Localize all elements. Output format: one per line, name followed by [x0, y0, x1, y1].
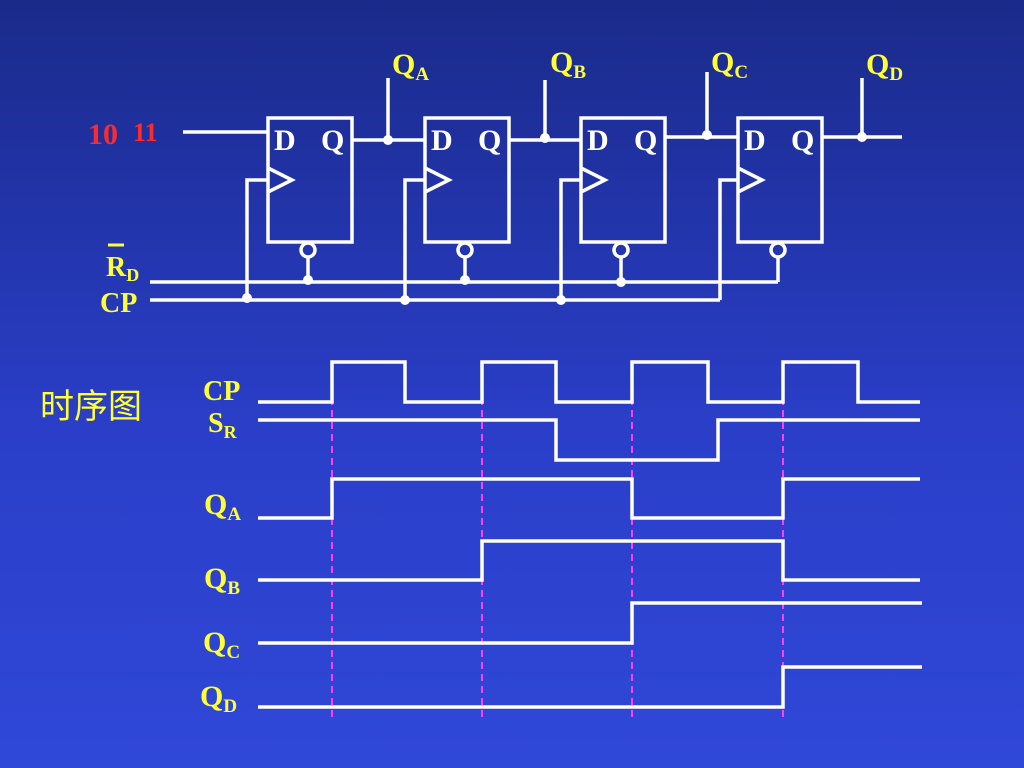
ff4-q-label: Q: [791, 124, 814, 157]
ff2-d-label: D: [431, 124, 453, 157]
junction-dot: [303, 275, 313, 285]
ff4-d-label: D: [744, 124, 766, 157]
ff3-q-label: Q: [634, 124, 657, 157]
junction-dot: [400, 295, 410, 305]
output-label-a: QA: [392, 48, 429, 85]
flipflop-4: D Q: [736, 116, 824, 259]
signal-label-qb: QB: [204, 562, 240, 599]
reset-label: RD: [106, 252, 139, 285]
junction-dot: [857, 132, 867, 142]
waveform-qd: [258, 665, 922, 709]
waveform-qb: [258, 539, 920, 582]
junction-dot: [556, 295, 566, 305]
clock-label: CP: [100, 288, 137, 319]
flipflop-1: D Q: [266, 116, 354, 259]
output-label-b: QB: [550, 46, 586, 83]
signal-label-qa: QA: [204, 488, 241, 525]
signal-label-sr: SR: [208, 408, 238, 442]
junction-dot: [242, 293, 252, 303]
output-label-d: QD: [866, 48, 903, 85]
waveform-sr: [258, 418, 920, 462]
ff1-q-label: Q: [321, 124, 344, 157]
signal-label-cp: CP: [203, 376, 240, 407]
junction-dot: [540, 133, 550, 143]
timing-title: 时序图: [40, 387, 142, 427]
ff3-d-label: D: [587, 124, 609, 157]
junction-dot: [460, 275, 470, 285]
ff1-d-label: D: [274, 124, 296, 157]
signal-label-qd: QD: [200, 680, 237, 717]
waveform-cp: [258, 360, 920, 404]
waveform-qc: [258, 601, 922, 645]
flipflop-2: D Q: [423, 116, 511, 259]
input-bits-big: 10: [88, 118, 118, 151]
ff2-q-label: Q: [478, 124, 501, 157]
output-label-c: QC: [711, 46, 748, 83]
waveform-qa: [258, 477, 920, 520]
signal-label-qc: QC: [203, 626, 240, 663]
junction-dot: [383, 135, 393, 145]
junction-dot: [616, 277, 626, 287]
junction-dot: [702, 130, 712, 140]
input-bits-small: 11: [133, 118, 158, 147]
flipflop-3: D Q: [579, 116, 667, 259]
